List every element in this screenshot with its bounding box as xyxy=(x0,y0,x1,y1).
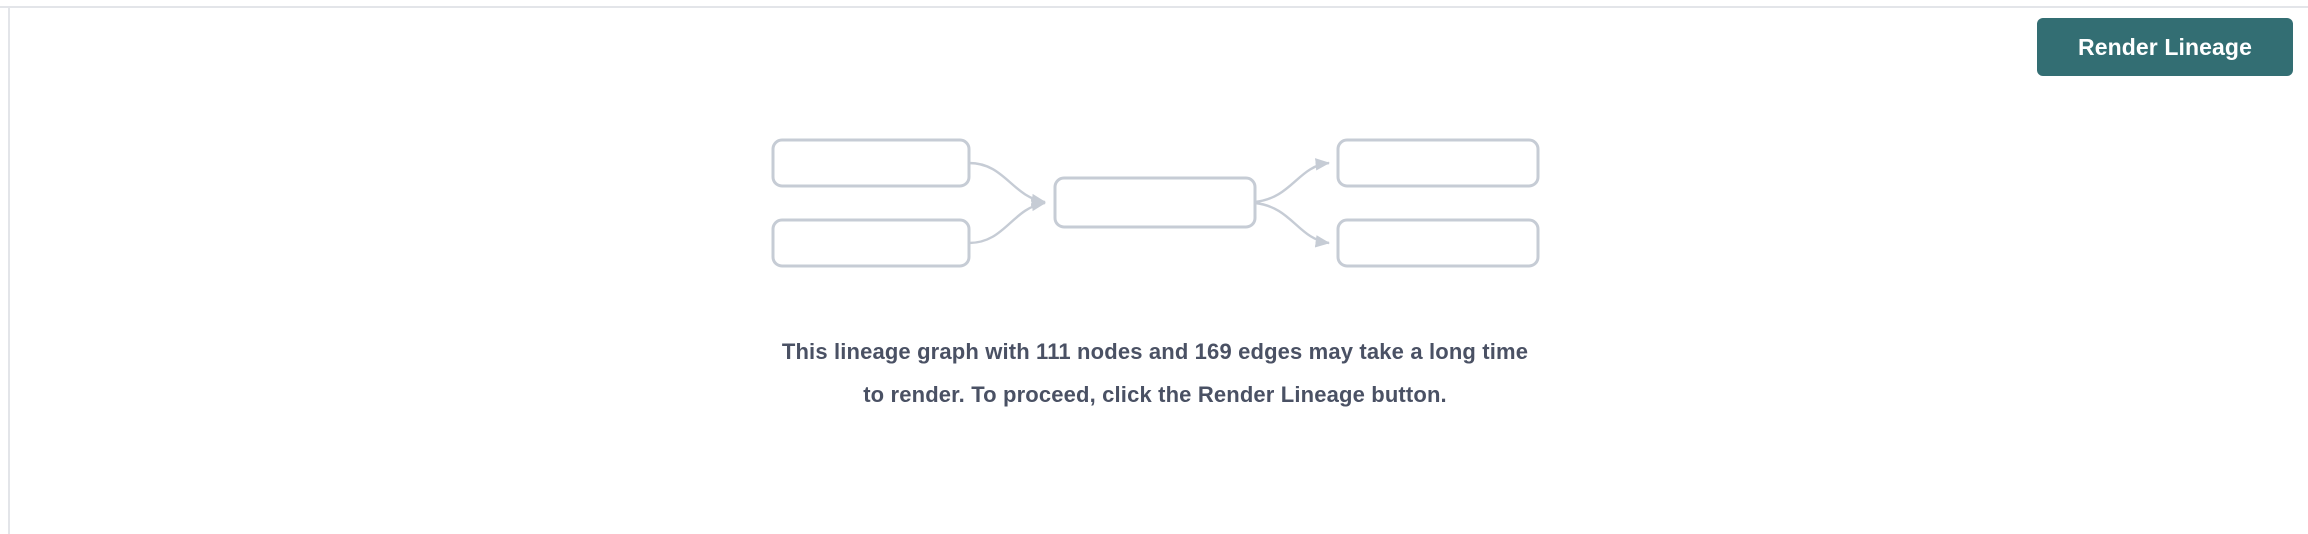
lineage-node-upstream-1 xyxy=(771,138,971,188)
lineage-placeholder-graphic xyxy=(740,125,1570,285)
lineage-edge-downstream-1 xyxy=(1254,158,1330,204)
empty-message-line-1: This lineage graph with 111 nodes and 16… xyxy=(781,339,1405,364)
lineage-edge-upstream-2 xyxy=(968,198,1046,245)
top-divider xyxy=(0,6,2308,8)
lineage-edge-upstream-1 xyxy=(968,161,1046,207)
render-lineage-button[interactable]: Render Lineage xyxy=(2037,18,2293,76)
empty-message-line-2: a long time to render. To proceed, click… xyxy=(863,339,1529,407)
lineage-node-downstream-1 xyxy=(1336,138,1540,188)
lineage-edge-downstream-2 xyxy=(1254,201,1330,248)
lineage-placeholder-svg xyxy=(771,138,1540,268)
left-divider xyxy=(8,8,10,534)
lineage-node-downstream-2 xyxy=(1336,218,1540,268)
empty-message-line-3: button. xyxy=(1371,382,1447,407)
lineage-node-upstream-2 xyxy=(771,218,971,268)
lineage-empty-message: This lineage graph with 111 nodes and 16… xyxy=(775,330,1535,416)
lineage-node-focus xyxy=(1053,176,1257,229)
